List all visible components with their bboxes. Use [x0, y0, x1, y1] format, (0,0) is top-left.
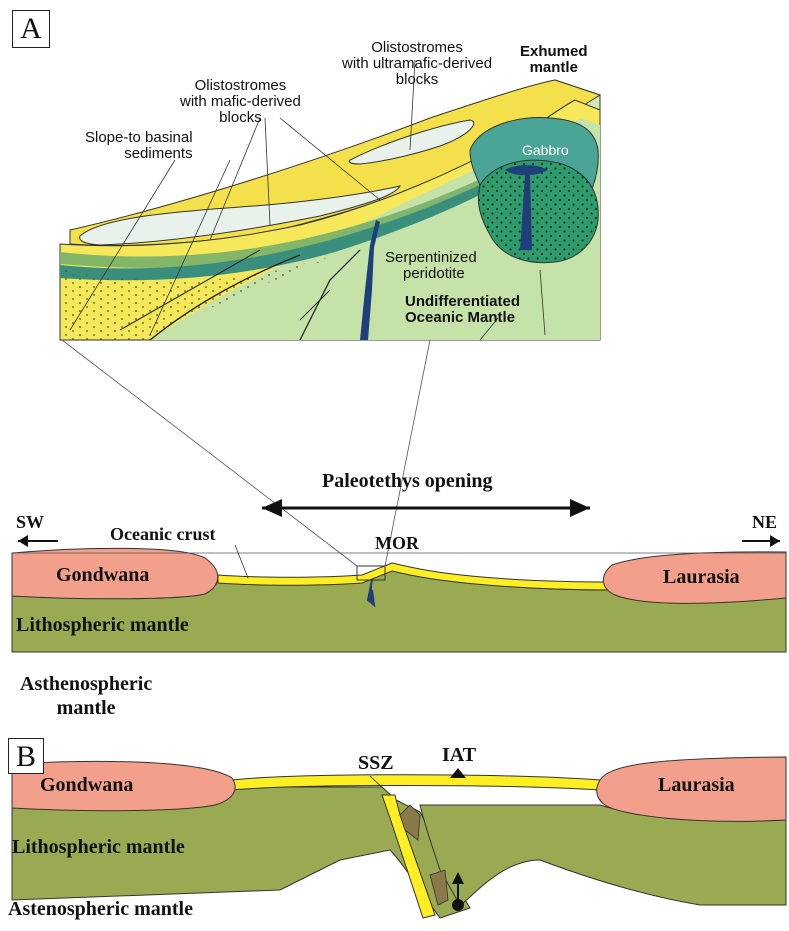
label-exhumed-mantle: Exhumed mantle [520, 44, 588, 76]
label-olistostromes-mafic: Olistostromes with mafic-derived blocks [180, 78, 301, 126]
label-iat: IAT [442, 744, 476, 767]
panel-a-letter: A [12, 10, 50, 48]
label-asthenospheric: Asthenospheric mantle [20, 672, 152, 720]
label-opening: Paleotethys opening [322, 470, 493, 493]
label-undifferentiated: Undifferentiated Oceanic Mantle [405, 294, 520, 326]
panel-b-letter: B [8, 738, 44, 774]
label-gondwana-b: Gondwana [40, 774, 133, 797]
label-ssz: SSZ [358, 752, 394, 775]
label-sw: SW [16, 512, 44, 533]
label-gondwana-a: Gondwana [56, 564, 149, 587]
label-slope-sediments: Slope-to basinal sediments [85, 130, 193, 162]
label-laurasia-a: Laurasia [663, 566, 740, 589]
label-ne: NE [752, 512, 777, 533]
label-mor: MOR [375, 533, 419, 554]
label-laurasia-b: Laurasia [658, 774, 735, 797]
label-gabbro: Gabbro [522, 142, 569, 158]
label-oceanic-crust: Oceanic crust [110, 524, 215, 545]
label-serpentinized: Serpentinized peridotite [385, 250, 477, 282]
label-astenospheric: Astenospheric mantle [8, 898, 193, 921]
label-lithospheric-a: Lithospheric mantle [16, 614, 189, 637]
label-olistostromes-ultramafic: Olistostromes with ultramafic-derived bl… [342, 40, 492, 88]
label-lithospheric-b: Lithospheric mantle [12, 836, 185, 859]
